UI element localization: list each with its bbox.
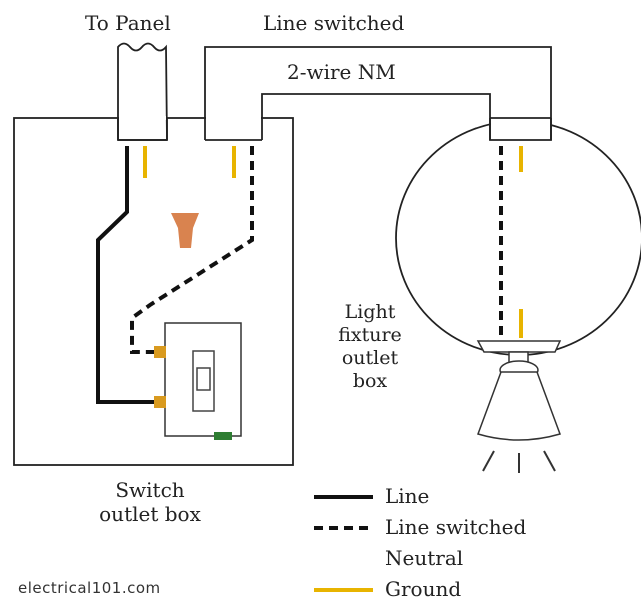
wirenut-icon bbox=[171, 213, 199, 248]
cable-label: 2-wire NM bbox=[287, 60, 396, 84]
switch-terminal-bottom bbox=[154, 396, 166, 408]
light-ray-left bbox=[482, 450, 495, 472]
switch-box-label-1: Switch bbox=[115, 478, 184, 502]
switched-cable-inner bbox=[261, 93, 491, 140]
switch-outlet-box bbox=[13, 117, 294, 466]
switch-terminal-top bbox=[154, 346, 166, 358]
light-fixture-label-2: fixture bbox=[338, 324, 402, 346]
lamp-shade bbox=[477, 371, 561, 441]
line-switched-label: Line switched bbox=[263, 11, 404, 35]
to-panel-label: To Panel bbox=[85, 11, 171, 35]
lamp-canopy bbox=[476, 340, 562, 353]
line-wire bbox=[96, 146, 160, 404]
switched-cable-outer bbox=[204, 46, 552, 140]
light-ray-right bbox=[543, 450, 556, 472]
switch-toggle bbox=[196, 367, 211, 391]
light-fixture-label-1: Light bbox=[345, 301, 396, 323]
switch-ground-screw bbox=[214, 432, 232, 440]
legend-label-line: Line bbox=[385, 484, 429, 508]
light-fixture-outlet-box bbox=[395, 120, 641, 356]
legend-label-switched: Line switched bbox=[385, 515, 526, 539]
switch-box-label-2: outlet box bbox=[99, 502, 201, 526]
light-fixture-label-4: box bbox=[353, 370, 388, 392]
switched-wire-box bbox=[130, 146, 254, 354]
panel-cable bbox=[117, 42, 168, 141]
legend: Line Line switched Neutral Ground bbox=[314, 484, 526, 601]
legend-label-ground: Ground bbox=[385, 577, 461, 601]
legend-label-neutral: Neutral bbox=[385, 546, 463, 570]
light-fixture-label-3: outlet bbox=[342, 347, 399, 369]
site-credit: electrical101.com bbox=[18, 579, 161, 597]
